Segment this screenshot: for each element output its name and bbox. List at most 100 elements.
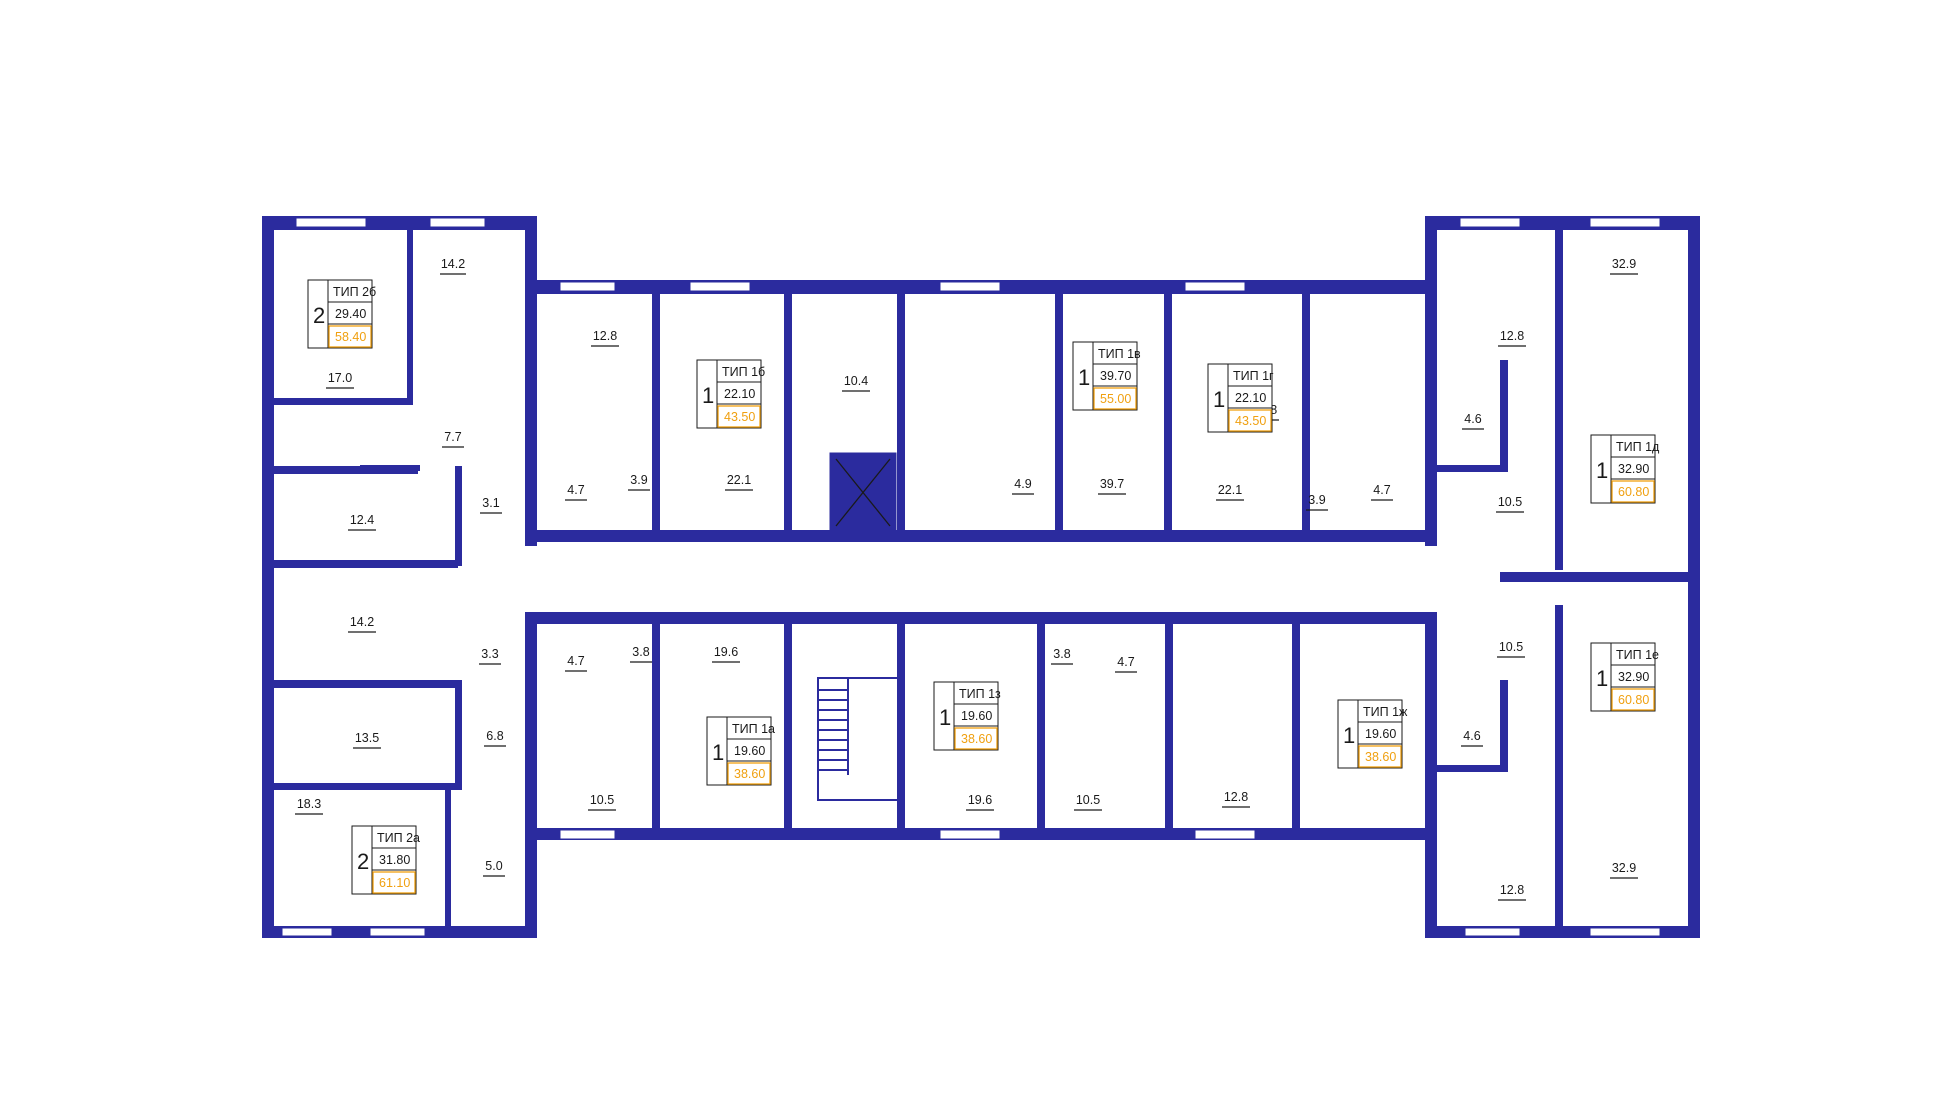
room-label: 4.7 [565,483,587,501]
svg-text:12.8: 12.8 [1500,883,1524,897]
svg-text:38.60: 38.60 [961,732,992,746]
wall [1500,680,1508,772]
svg-text:38.60: 38.60 [1365,750,1396,764]
svg-text:22.1: 22.1 [727,473,751,487]
room-label: 10.5 [588,793,616,811]
svg-text:10.5: 10.5 [590,793,614,807]
svg-text:29.40: 29.40 [335,307,366,321]
wall [652,285,660,535]
svg-text:1: 1 [1596,458,1608,483]
room-label: 32.9 [1610,257,1638,275]
svg-text:ТИП 2а: ТИП 2а [377,831,420,845]
room-label: 12.4 [348,513,376,531]
svg-text:19.60: 19.60 [1365,727,1396,741]
wall [1165,618,1173,833]
svg-text:22.10: 22.10 [1235,391,1266,405]
wall [1425,612,1437,938]
svg-text:19.60: 19.60 [734,744,765,758]
svg-text:1: 1 [712,740,724,765]
svg-text:61.10: 61.10 [379,876,410,890]
apartment-box: 2 ТИП 2б 29.40 58.40 [307,279,376,349]
svg-text:3.8: 3.8 [1053,647,1070,661]
svg-text:22.1: 22.1 [1218,483,1242,497]
room-label: 3.8 [630,645,652,663]
wall [262,216,274,938]
room-label: 39.7 [1098,477,1126,495]
svg-text:1: 1 [1596,666,1608,691]
svg-text:12.4: 12.4 [350,513,374,527]
svg-text:12.8: 12.8 [1224,790,1248,804]
room-label: 3.1 [480,496,502,514]
wall [1292,618,1300,833]
wall [268,466,418,474]
wall [525,530,1425,542]
svg-text:ТИП 1в: ТИП 1в [1098,347,1141,361]
svg-text:14.2: 14.2 [350,615,374,629]
wall [407,220,413,405]
svg-text:39.7: 39.7 [1100,477,1124,491]
room-label: 3.9 [628,473,650,491]
svg-text:ТИП 1г: ТИП 1г [1233,369,1274,383]
room-label: 6.8 [484,729,506,747]
svg-text:32.90: 32.90 [1618,462,1649,476]
svg-text:ТИП 2б: ТИП 2б [333,285,376,299]
room-label: 10.5 [1496,495,1524,513]
wall [1037,618,1045,833]
svg-text:22.10: 22.10 [724,387,755,401]
svg-text:4.7: 4.7 [567,483,584,497]
room-label: 14.2 [440,257,466,275]
apartment-box: 1 ТИП 1ж 19.60 38.60 [1337,699,1408,769]
apartment-box: 1 ТИП 1б 22.10 43.50 [696,359,765,429]
svg-text:32.9: 32.9 [1612,257,1636,271]
apartment-boxes: 2 ТИП 2б 29.40 58.40 1 ТИП 1б 22.10 43.5… [307,279,1660,895]
svg-text:1: 1 [702,383,714,408]
svg-text:2: 2 [313,303,325,328]
stair-steps [818,678,849,775]
wall [525,612,1425,624]
room-label: 10.5 [1497,640,1525,658]
svg-text:ТИП 1з: ТИП 1з [959,687,1001,701]
svg-text:32.90: 32.90 [1618,670,1649,684]
svg-text:6.8: 6.8 [486,729,503,743]
wall [1302,285,1310,535]
room-label: 22.1 [725,473,753,491]
apartment-box: 1 ТИП 1а 19.60 38.60 [706,716,775,786]
svg-text:3.9: 3.9 [630,473,647,487]
svg-text:43.50: 43.50 [1235,414,1266,428]
apartment-box: 1 ТИП 1в 39.70 55.00 [1072,341,1141,411]
wall [268,398,413,405]
wall [897,618,905,833]
wall [1164,285,1172,535]
room-label: 10.4 [842,374,870,392]
room-label: 12.8 [1222,790,1250,808]
svg-text:4.6: 4.6 [1464,412,1481,426]
svg-text:60.80: 60.80 [1618,693,1649,707]
svg-text:31.80: 31.80 [379,853,410,867]
room-label: 12.8 [1498,329,1526,347]
apartment-box: 1 ТИП 1е 32.90 60.80 [1590,642,1659,712]
wall [1425,216,1437,546]
svg-text:2: 2 [357,849,369,874]
apartment-box: 1 ТИП 1з 19.60 38.60 [933,681,1001,751]
room-label: 19.6 [966,793,994,811]
wall [1432,465,1507,472]
svg-text:ТИП 1б: ТИП 1б [722,365,765,379]
room-label: 12.8 [1498,883,1526,901]
wall [1055,285,1063,535]
room-label: 17.0 [326,371,354,389]
apartment-box: 1 ТИП 1г 22.10 43.50 [1207,363,1274,433]
room-label: 3.3 [479,647,501,665]
svg-text:43.50: 43.50 [724,410,755,424]
svg-text:ТИП 1ж: ТИП 1ж [1363,705,1408,719]
svg-text:10.5: 10.5 [1498,495,1522,509]
walls [262,216,1700,938]
svg-text:ТИП 1д: ТИП 1д [1616,440,1660,454]
svg-text:19.60: 19.60 [961,709,992,723]
wall [525,216,537,546]
svg-text:3.8: 3.8 [632,645,649,659]
room-label: 3.8 [1051,647,1073,665]
room-label: 14.2 [348,615,376,633]
svg-text:12.8: 12.8 [593,329,617,343]
svg-text:14.2: 14.2 [441,257,465,271]
